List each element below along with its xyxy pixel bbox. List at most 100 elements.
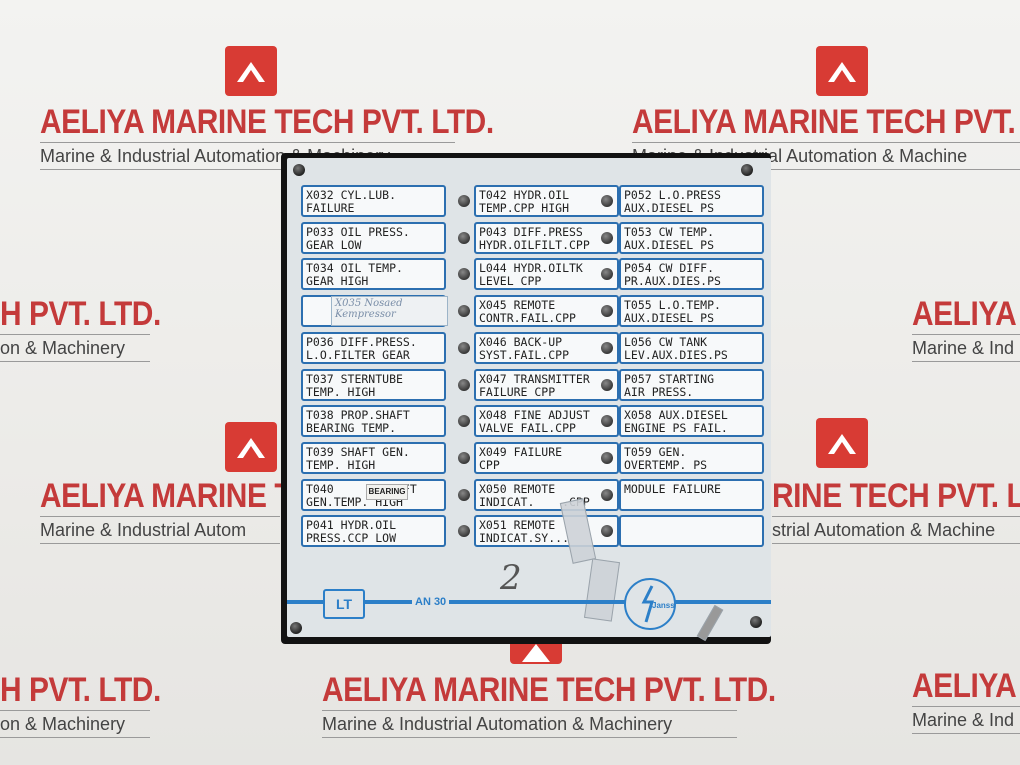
indicator-lamp-icon — [458, 231, 470, 244]
indicator-lamp-icon — [458, 341, 470, 354]
watermark-tagline: Marine & Ind — [912, 706, 1020, 734]
alarm-label-line1: L056 CW TANK — [624, 334, 708, 349]
watermark-company: RINE TECH PVT. LT — [772, 477, 1020, 515]
alarm-label-line2: TEMP. HIGH — [306, 384, 376, 399]
alarm-label-line2: AUX.DIESEL PS — [624, 311, 715, 326]
indicator-lamp-icon — [458, 415, 470, 428]
alarm-label-line1: T055 L.O.TEMP. — [624, 298, 721, 313]
alarm-label-line1: MODULE FAILURE — [624, 481, 721, 496]
alarm-label — [619, 515, 764, 548]
indicator-lamp-icon — [458, 378, 470, 391]
alarm-label: T053 CW TEMP.AUX.DIESEL PS — [619, 221, 764, 254]
alarm-label-line2: HYDR.OILFILT.CPP — [479, 237, 590, 252]
alarm-label-line1: T034 OIL TEMP. — [306, 261, 403, 276]
watermark-logo-mid-left — [225, 422, 277, 472]
alarm-label-line2: BEARING TEMP. — [306, 421, 397, 436]
alarm-label-line1: P036 DIFF.PRESS. — [306, 334, 417, 349]
indicator-lamp-icon — [458, 305, 470, 318]
alarm-label: T039 SHAFT GEN.TEMP. HIGH — [301, 441, 446, 474]
watermark-tagline: on & Machinery — [0, 334, 150, 362]
watermark-tagline: strial Automation & Machine — [772, 516, 1020, 544]
indicator-lamp-icon — [601, 341, 613, 354]
watermark-company: AELIYA MARINE TECH PVT. LTD. — [322, 671, 776, 709]
alarm-label-line1: X058 AUX.DIESEL — [624, 408, 728, 423]
watermark-tagline: Marine & Industrial Automation & Machine… — [322, 710, 737, 738]
alarm-label: T034 OIL TEMP.GEAR HIGH — [301, 258, 446, 291]
alarm-label-line1: T053 CW TEMP. — [624, 224, 715, 239]
indicator-lamp-icon — [601, 268, 613, 281]
alarm-label-line1: P057 STARTING — [624, 371, 715, 386]
alarm-label-line2: GEAR LOW — [306, 237, 362, 252]
watermark-bottom-right-partial: AELIYA M Marine & Ind — [912, 668, 1020, 734]
screw-icon — [750, 616, 762, 628]
indicator-lamp-icon — [458, 488, 470, 501]
alarm-label: T059 GEN.OVERTEMP. PS — [619, 441, 764, 474]
blue-stripe — [287, 600, 771, 604]
alarm-label-line2: PR.AUX.DIES.PS — [624, 274, 721, 289]
indicator-lamp-icon — [601, 305, 613, 318]
alarm-label-line2: AIR PRESS. — [624, 384, 694, 399]
indicator-lamp-icon — [458, 525, 470, 538]
watermark-company: H PVT. LTD. — [0, 295, 161, 333]
watermark-logo-top-right — [816, 46, 868, 96]
alarm-label: P036 DIFF.PRESS.L.O.FILTER GEAR — [301, 331, 446, 364]
handwritten-number: 2 — [500, 558, 522, 598]
watermark-right-partial: AELIYA M Marine & Ind — [912, 296, 1020, 362]
alarm-label-line2: CONTR.FAIL.CPP — [479, 311, 576, 326]
alarm-label-line2: GEAR HIGH — [306, 274, 369, 289]
indicator-lamp-icon — [601, 415, 613, 428]
alarm-label-line1: T037 STERNTUBE — [306, 371, 403, 386]
alarm-label: T055 L.O.TEMP.AUX.DIESEL PS — [619, 295, 764, 328]
watermark-top-left: AELIYA MARINE TECH PVT. LTD. Marine & In… — [40, 104, 556, 170]
alarm-label-line1: T039 SHAFT GEN. — [306, 444, 410, 459]
indicator-lamp-icon — [601, 488, 613, 501]
brand-name: Jansson — [652, 601, 674, 610]
watermark-bottom-center: AELIYA MARINE TECH PVT. LTD. Marine & In… — [322, 672, 838, 738]
watermark-company: AELIYA M — [912, 667, 1020, 705]
indicator-lamp-icon — [458, 268, 470, 281]
alarm-label-line2: VALVE FAIL.CPP — [479, 421, 576, 436]
watermark-logo-top-left — [225, 46, 277, 96]
indicator-lamp-icon — [601, 378, 613, 391]
screw-icon — [293, 164, 305, 176]
indicator-lamp-icon — [601, 195, 613, 207]
alarm-label-line1: X051 REMOTE — [479, 518, 556, 533]
alarm-label: P033 OIL PRESS.GEAR LOW — [301, 221, 446, 254]
watermark-company: AELIYA MARINE TE — [40, 477, 312, 515]
alarm-label-line1: P054 CW DIFF. — [624, 261, 715, 276]
alarm-label: X032 CYL.LUB.FAILURE — [301, 185, 446, 217]
alarm-label-line1: X048 FINE ADJUST — [479, 408, 590, 423]
alarm-label-line1: T042 HYDR.OIL — [479, 188, 570, 202]
watermark-top-right: AELIYA MARINE TECH PVT. LT Marine & Indu… — [632, 104, 1020, 170]
alarm-label-line2: PRESS.CCP LOW — [306, 531, 397, 546]
indicator-lamp-icon — [458, 451, 470, 464]
screw-icon — [290, 622, 302, 634]
alarm-label-line1: X049 FAILURE — [479, 444, 563, 459]
alarm-label-line2: SYST.FAIL.CPP — [479, 347, 570, 362]
watermark-company: AELIYA MARINE TECH PVT. LTD. — [40, 103, 494, 141]
watermark-company: H PVT. LTD. — [0, 671, 161, 709]
watermark-tagline: on & Machinery — [0, 710, 150, 738]
alarm-label-line2: INDICAT.SY... — [479, 531, 570, 546]
alarm-label-line2: OVERTEMP. PS — [624, 457, 708, 472]
watermark-bottom-left-partial: H PVT. LTD. on & Machinery — [0, 672, 183, 738]
indicator-lamp-icon — [601, 231, 613, 244]
alarm-label-line1: X047 TRANSMITTER — [479, 371, 590, 386]
watermark-tagline: Marine & Ind — [912, 334, 1020, 362]
alarm-label-line1: L044 HYDR.OILTK — [479, 261, 583, 276]
alarm-label-line1: P041 HYDR.OIL — [306, 518, 397, 533]
